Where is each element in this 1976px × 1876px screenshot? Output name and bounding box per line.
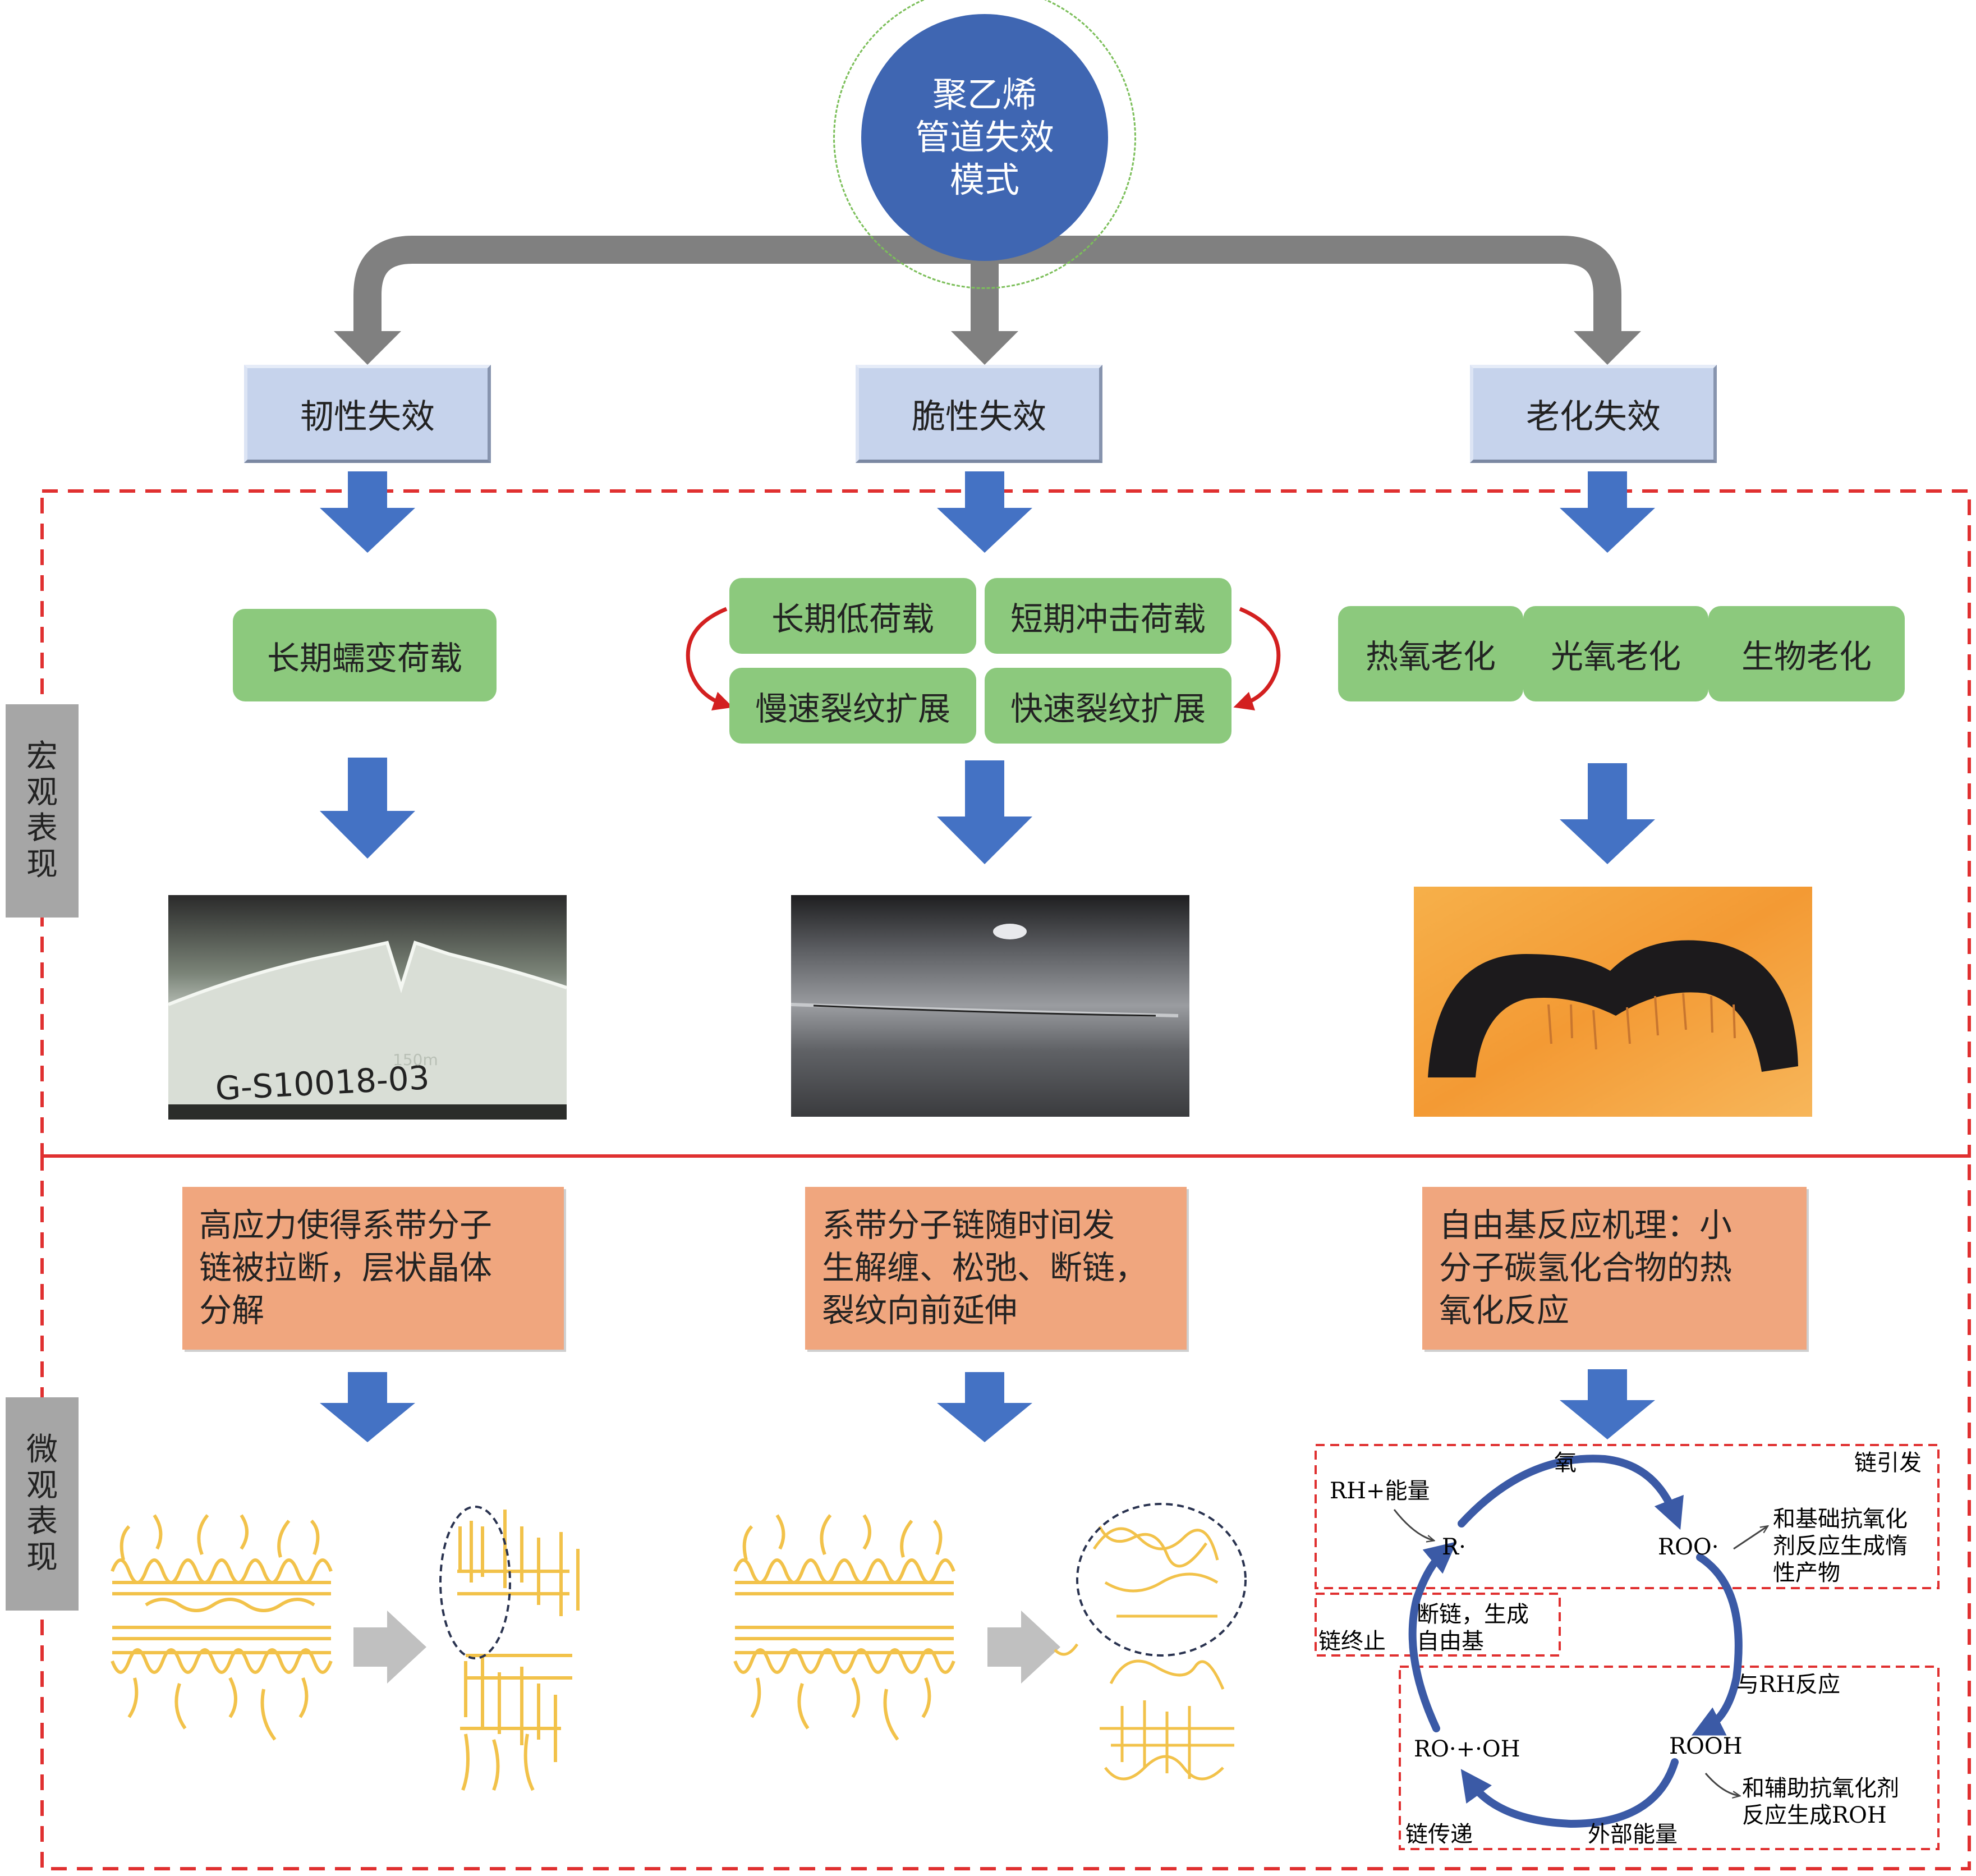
cycle-boxes xyxy=(1315,1444,1940,1850)
macro-char-4: 现 xyxy=(26,846,58,883)
aging-failure-photo xyxy=(1414,887,1812,1117)
ro-oh-label: RO·+·OH xyxy=(1414,1736,1520,1762)
ductile-failure-photo xyxy=(167,895,567,1120)
oxygen-label: 氧 xyxy=(1554,1450,1577,1476)
macro-char-1: 宏 xyxy=(26,739,58,775)
root-node: 聚乙烯 管道失效 模式 xyxy=(861,14,1108,261)
aging-desc-line-1: 自由基反应机理：小 xyxy=(1439,1206,1733,1244)
brittle-desc-line-1: 系带分子链随时间发 xyxy=(822,1206,1115,1244)
oxidation-cycle-arrows xyxy=(1408,1455,1743,1828)
photo-oxidation-box: 光氧老化 xyxy=(1523,606,1708,701)
aux-antioxidant-line-2: 反应生成ROH xyxy=(1742,1802,1887,1828)
ductile-desc-line-1: 高应力使得系带分子 xyxy=(199,1206,493,1244)
root-ring xyxy=(833,0,1136,289)
blue-arrows xyxy=(320,471,1655,1442)
gray-transition-arrow-2 xyxy=(987,1611,1060,1684)
ductile-desc-line-3: 分解 xyxy=(199,1291,265,1329)
react-rh-label: 与RH反应 xyxy=(1736,1672,1840,1698)
thermal-oxidation-box: 热氧老化 xyxy=(1338,606,1523,701)
slow-crack-box: 慢速裂纹扩展 xyxy=(729,668,976,744)
micro-char-1: 微 xyxy=(26,1432,58,1468)
bio-aging-box: 生物老化 xyxy=(1708,606,1905,701)
short-impact-load-box: 短期冲击荷载 xyxy=(985,578,1231,654)
macro-char-3: 表 xyxy=(26,810,58,847)
roo-radical-label: ROO· xyxy=(1658,1534,1718,1560)
micro-char-3: 表 xyxy=(26,1503,58,1540)
aux-antioxidant-line-1: 和辅助抗氧化剂 xyxy=(1742,1776,1899,1801)
ductile-micro-desc: 高应力使得系带分子 链被拉断，层状晶体 分解 xyxy=(182,1187,564,1350)
ductile-failure-box: 韧性失效 xyxy=(244,365,491,463)
chain-break-line-1: 断链，生成 xyxy=(1417,1602,1529,1627)
micro-char-2: 观 xyxy=(26,1467,58,1504)
ductile-desc-line-2: 链被拉断，层状晶体 xyxy=(199,1249,493,1287)
brittle-failure-box: 脆性失效 xyxy=(856,365,1102,463)
base-antioxidant-line-3: 性产物 xyxy=(1773,1560,1840,1586)
ductile-lamella-fibers xyxy=(111,1514,333,1741)
ductile-broken-fibers xyxy=(457,1510,580,1791)
gray-arrowheads xyxy=(334,331,1641,365)
external-energy-label: 外部能量 xyxy=(1588,1822,1678,1847)
brittle-broken-fibers xyxy=(1054,1525,1234,1781)
aging-desc-line-2: 分子碳氢化合物的热 xyxy=(1439,1249,1733,1287)
rooh-label: ROOH xyxy=(1669,1733,1743,1759)
brittle-desc-line-3: 裂纹向前延伸 xyxy=(822,1291,1018,1329)
cycle-thin-arrows xyxy=(1393,1509,1767,1796)
chain-break-line-2: 自由基 xyxy=(1417,1629,1484,1654)
chain-propagation-label: 链传递 xyxy=(1405,1822,1473,1847)
brittle-micro-desc: 系带分子链随时间发 生解缠、松弛、断链， 裂纹向前延伸 xyxy=(805,1187,1187,1350)
gray-transition-arrow-1 xyxy=(353,1611,426,1684)
root-line-3: 模式 xyxy=(949,159,1019,200)
r-radical-label: R· xyxy=(1442,1534,1466,1560)
aging-desc-line-3: 氧化反应 xyxy=(1439,1291,1570,1329)
root-line-2: 管道失效 xyxy=(915,117,1054,158)
brittle-desc-line-2: 生解缠、松弛、断链， xyxy=(822,1249,1148,1287)
aging-failure-box: 老化失效 xyxy=(1470,365,1717,463)
micro-char-4: 现 xyxy=(26,1539,58,1576)
long-low-load-box: 长期低荷载 xyxy=(729,578,976,654)
rh-energy-label: RH+能量 xyxy=(1330,1478,1430,1504)
macro-frame xyxy=(40,489,1971,1870)
root-line-1: 聚乙烯 xyxy=(932,74,1037,115)
chain-initiation-label: 链引发 xyxy=(1854,1450,1922,1476)
micro-side-label: 微 观 表 现 xyxy=(6,1397,79,1611)
macro-char-2: 观 xyxy=(26,774,58,811)
chain-termination-label: 链终止 xyxy=(1318,1629,1386,1654)
brittle-failure-photo xyxy=(791,895,1189,1117)
ductile-highlight-ellipse xyxy=(439,1506,511,1659)
fast-crack-box: 快速裂纹扩展 xyxy=(985,668,1231,744)
base-antioxidant-line-1: 和基础抗氧化 xyxy=(1773,1506,1908,1532)
brittle-lamella-fibers xyxy=(733,1514,955,1741)
aging-micro-desc: 自由基反应机理：小 分子碳氢化合物的热 氧化反应 xyxy=(1422,1187,1807,1350)
base-antioxidant-line-2: 剂反应生成惰 xyxy=(1773,1533,1908,1559)
macro-side-label: 宏 观 表 现 xyxy=(6,704,79,918)
brittle-cycle-arrows xyxy=(686,607,1281,711)
long-creep-load-box: 长期蠕变荷载 xyxy=(233,609,497,701)
brittle-highlight-ellipse xyxy=(1076,1503,1247,1657)
photo-faint-text: 150m xyxy=(393,1051,438,1069)
